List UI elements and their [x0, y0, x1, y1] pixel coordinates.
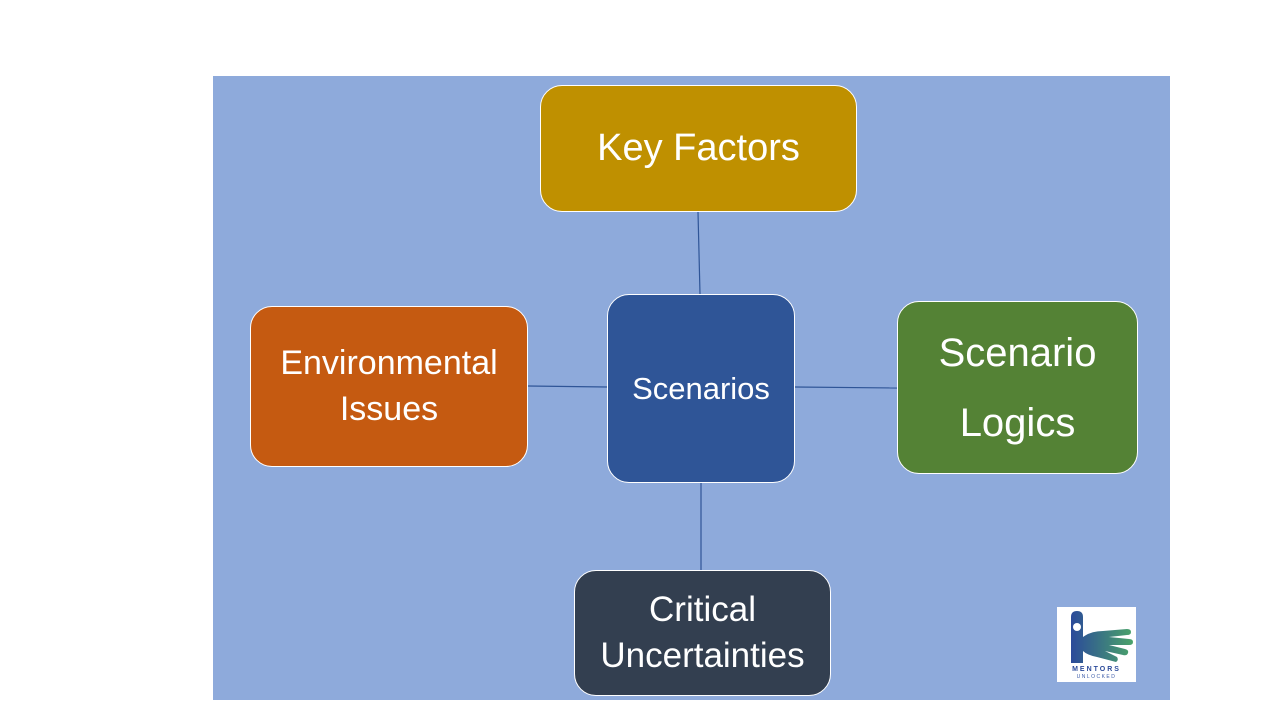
logo-line1: MENTORS: [1072, 666, 1121, 673]
node-key-factors: Key Factors: [540, 85, 857, 212]
node-scenario-logics-label: Scenario Logics: [938, 330, 1097, 445]
hand-logo-icon: [1071, 611, 1133, 663]
connector-left: [527, 385, 608, 388]
node-key-factors-label: Key Factors: [597, 126, 800, 169]
connector-right: [794, 386, 898, 389]
node-scenarios: Scenarios: [607, 294, 795, 483]
node-critical-uncertainties-label: Critical Uncertainties: [600, 589, 805, 675]
connector-top: [697, 211, 701, 295]
node-critical-uncertainties: Critical Uncertainties: [574, 570, 831, 696]
logo-line2: UNLOCKED: [1076, 674, 1117, 680]
mentors-unlocked-logo: MENTORS UNLOCKED: [1057, 607, 1136, 682]
node-scenario-logics: Scenario Logics: [897, 301, 1138, 474]
node-environmental-issues: Environmental Issues: [250, 306, 528, 467]
node-scenarios-label: Scenarios: [632, 370, 770, 406]
node-environmental-issues-label: Environmental Issues: [280, 343, 498, 428]
